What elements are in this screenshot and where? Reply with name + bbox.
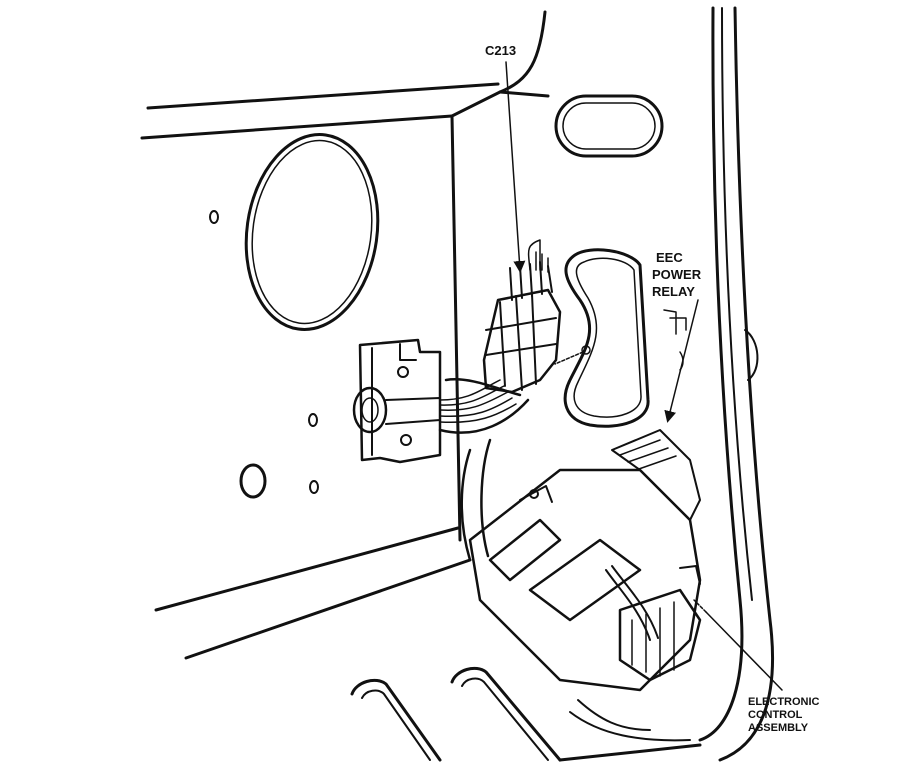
label-eec-power-relay-line-2: POWER xyxy=(652,267,702,282)
label-eca-line-3: ASSEMBLY xyxy=(748,722,809,734)
right-pillar xyxy=(498,6,774,762)
electronic-control-assembly xyxy=(468,429,702,692)
upper-slot xyxy=(554,94,664,158)
label-eec-power-relay-line-3: RELAY xyxy=(652,284,695,299)
wire-harness xyxy=(438,239,691,742)
back-panel xyxy=(140,82,502,660)
callout-leaders xyxy=(505,61,783,691)
label-eec-power-relay: EEC POWER RELAY xyxy=(652,250,702,299)
label-eca-line-2: CONTROL xyxy=(748,709,803,721)
lower-slots xyxy=(350,666,562,762)
label-electronic-control-assembly: ELECTRONIC CONTROL ASSEMBLY xyxy=(748,696,820,734)
label-eca-line-1: ELECTRONIC xyxy=(748,696,820,708)
label-eec-power-relay-line-1: EEC xyxy=(656,250,683,265)
connector-bracket xyxy=(352,338,442,464)
panel-oval-opening xyxy=(244,133,380,331)
panel-holes xyxy=(209,210,319,499)
c213-connector xyxy=(482,261,562,394)
label-c213: C213 xyxy=(485,43,516,58)
